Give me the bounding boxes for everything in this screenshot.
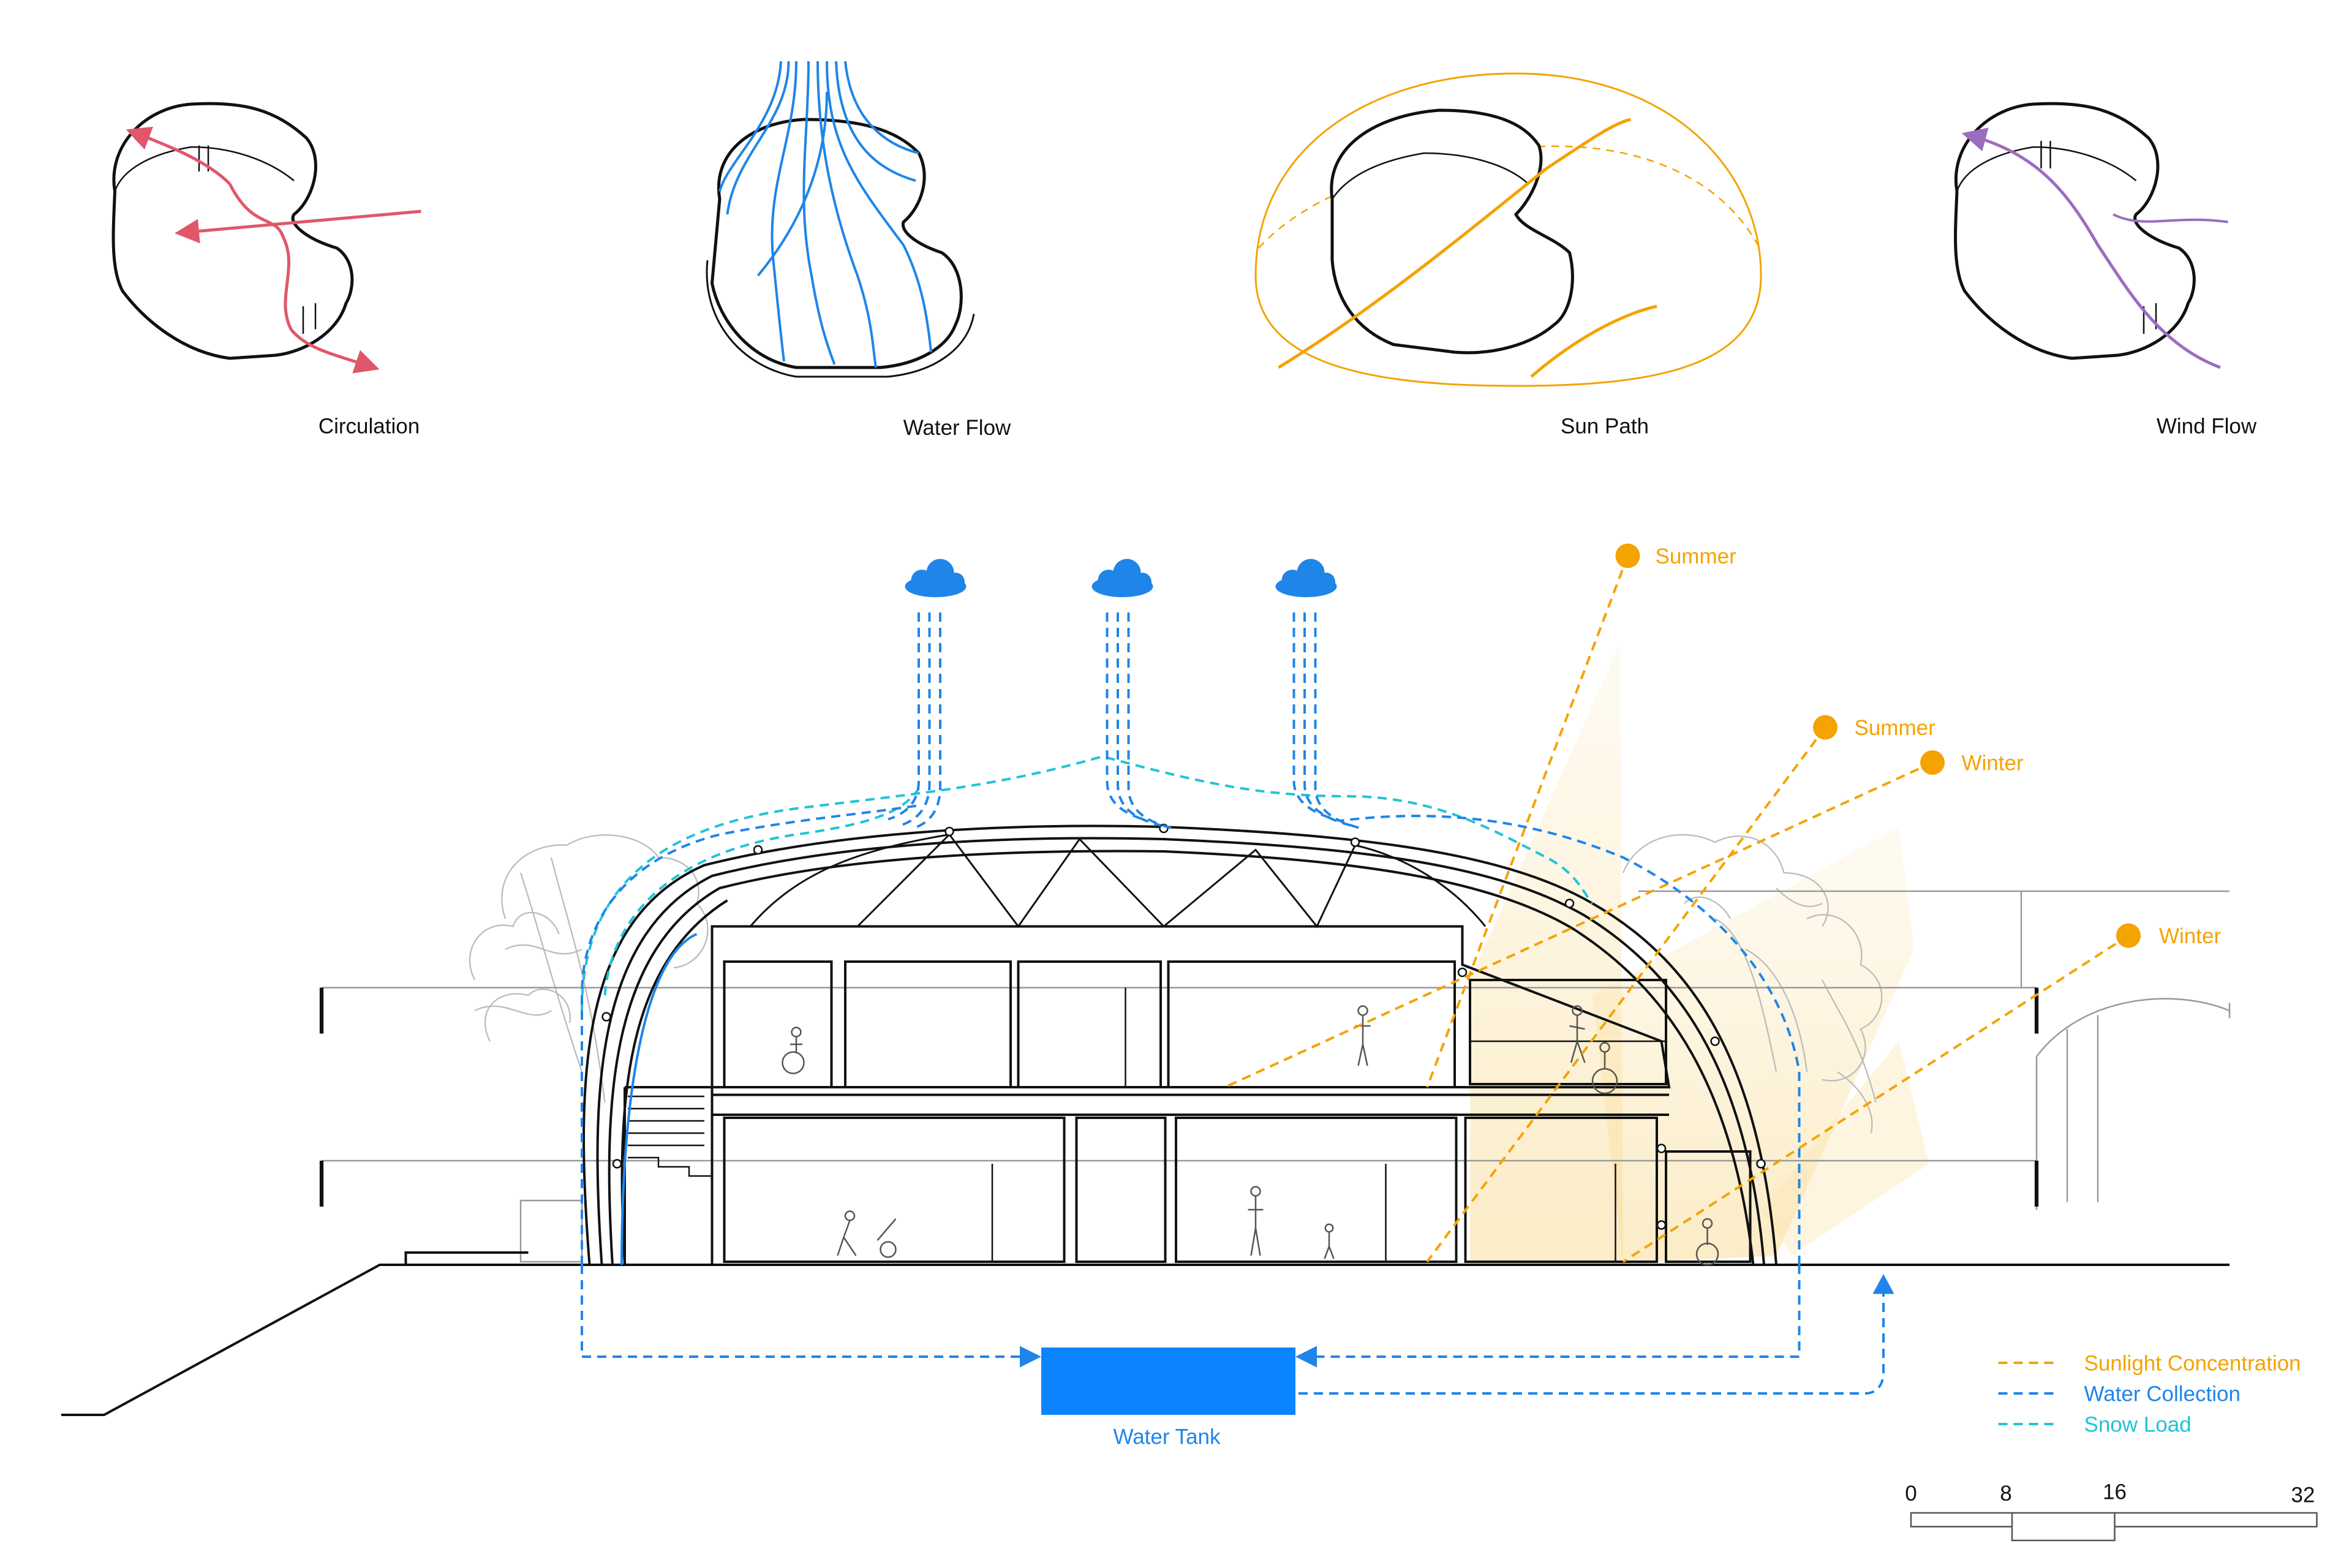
context-lines <box>322 890 2231 1263</box>
water-flow-diagram: Water Flow <box>706 61 1011 440</box>
sun-path-diagram: Sun Path <box>1254 72 1762 439</box>
water-flow-label: Water Flow <box>903 416 1011 440</box>
wind-flow-label: Wind Flow <box>2157 415 2257 439</box>
circulation-label: Circulation <box>318 415 420 439</box>
sun-summer-high-icon <box>1615 543 1640 568</box>
sunlight-rays <box>1224 555 2130 1263</box>
people-figures <box>782 1005 1719 1266</box>
legend-label-water: Water Collection <box>2084 1382 2241 1406</box>
cloud-icon <box>1091 559 1153 597</box>
sun-winter-low-icon <box>2116 923 2141 948</box>
wind-flow-diagram: Wind Flow <box>1954 102 2257 439</box>
rain-clouds <box>905 559 1337 597</box>
building <box>624 925 1752 1265</box>
legend-label-snow: Snow Load <box>2084 1413 2192 1437</box>
scale-tick-8: 8 <box>2000 1482 2011 1506</box>
legend-label-sunlight: Sunlight Concentration <box>2084 1352 2301 1376</box>
roof-truss <box>749 833 1487 929</box>
water-tank: Water Tank <box>1041 1348 1295 1449</box>
snow-load-lines <box>581 755 1594 1011</box>
water-streamlines <box>718 61 932 368</box>
stairs <box>628 1095 712 1177</box>
scale-tick-16: 16 <box>2103 1480 2127 1504</box>
sun-winter-high-icon <box>1920 750 1945 775</box>
scale-bar: 0 8 16 32 <box>1905 1480 2318 1542</box>
shell-nodes <box>601 823 1766 1230</box>
sunlight-glow <box>1470 643 1929 1264</box>
tree-left <box>469 834 709 1103</box>
sun-markers: Summer Summer Winter Winter <box>1615 543 2221 948</box>
water-gutter-line <box>620 933 698 1265</box>
water-arrows <box>1020 1274 1894 1368</box>
sun-path-label: Sun Path <box>1561 415 1649 439</box>
ground <box>61 1251 2230 1416</box>
water-tank-label: Water Tank <box>1113 1425 1221 1449</box>
water-collection-lines <box>581 612 1885 1395</box>
sun-label-summer-low: Summer <box>1855 716 1936 740</box>
cloud-icon <box>905 559 967 597</box>
sun-label-winter-low: Winter <box>2159 924 2221 948</box>
sun-summer-low-icon <box>1813 715 1838 740</box>
scale-tick-32: 32 <box>2291 1483 2315 1507</box>
cloud-icon <box>1275 559 1337 597</box>
sun-label-winter-high: Winter <box>1962 752 2024 775</box>
tree-right <box>1622 834 1883 1134</box>
scale-tick-0: 0 <box>1905 1482 1917 1506</box>
sun-label-summer-high: Summer <box>1656 545 1737 568</box>
legend: Sunlight Concentration Water Collection … <box>1998 1352 2301 1437</box>
circulation-diagram: Circulation <box>111 102 421 439</box>
